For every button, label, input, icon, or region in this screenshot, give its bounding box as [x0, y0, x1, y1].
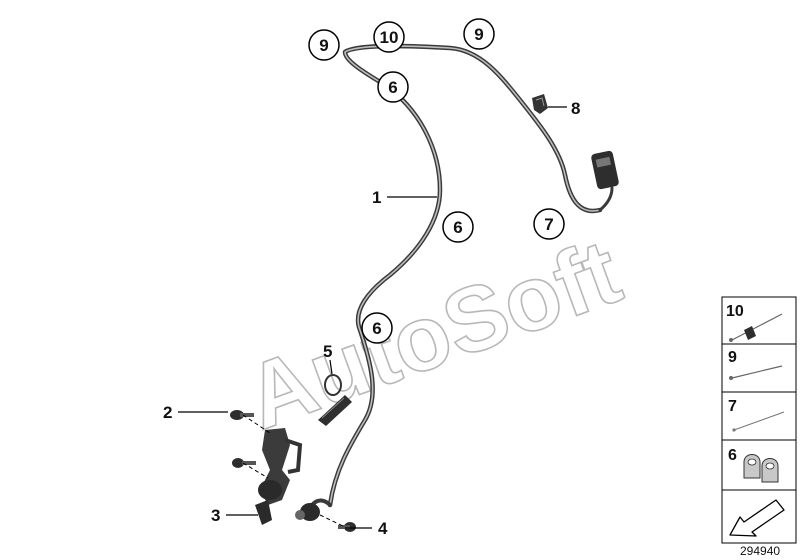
- harness-connector: [591, 150, 619, 190]
- callout-8: 8: [571, 99, 580, 118]
- holder-part: [318, 374, 352, 426]
- sensor-bracket-assembly: [230, 410, 356, 532]
- callout-3: 3: [211, 506, 220, 525]
- circled-callout-9-left: 9: [319, 36, 328, 55]
- legend-label-6: 6: [728, 447, 737, 464]
- cable-tie-clip-icon: [729, 313, 783, 342]
- circled-callout-6-center: 6: [453, 218, 462, 237]
- callout-4: 4: [378, 519, 388, 538]
- document-number: 294940: [740, 544, 780, 558]
- clip-part: [532, 94, 548, 114]
- circled-callout-10: 10: [380, 28, 399, 47]
- leader-lines: [178, 106, 567, 529]
- legend-label-9: 9: [728, 349, 737, 366]
- legend-panel: 10 9 7 6: [721, 296, 797, 544]
- circled-callout-6-upper: 6: [388, 78, 397, 97]
- cable-holder-icon: [743, 454, 779, 483]
- long-cable-tie-icon: [732, 411, 785, 432]
- callout-2: 2: [163, 403, 172, 422]
- circled-callout-9-right: 9: [474, 25, 483, 44]
- circled-callout-6-lower: 6: [372, 319, 381, 338]
- callout-5: 5: [323, 342, 332, 361]
- circled-callouts: 9 10 9 6 6 6 7: [308, 18, 565, 344]
- cable-tie-icon: [729, 365, 783, 380]
- legend-label-7: 7: [728, 398, 737, 415]
- watermark-text: AutoSoft: [233, 220, 633, 449]
- legend-label-10: 10: [726, 303, 744, 320]
- direction-arrow-icon: [729, 499, 785, 537]
- callout-1: 1: [372, 188, 381, 207]
- circled-callout-7: 7: [544, 215, 553, 234]
